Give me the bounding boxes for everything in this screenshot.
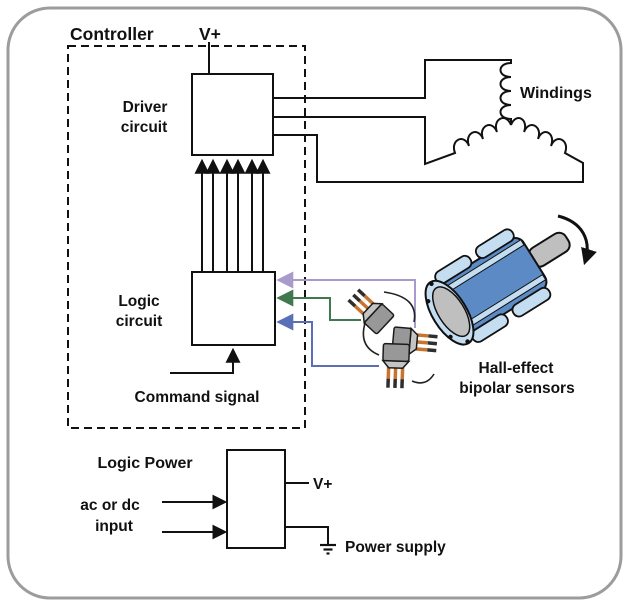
rim-notch xyxy=(429,281,434,287)
hall-sensors-label: Hall-effect xyxy=(479,360,554,377)
controller-dashed-box xyxy=(67,45,306,429)
winding-phase-a xyxy=(273,59,512,125)
sensor-arc xyxy=(411,373,435,384)
winding-phase-c xyxy=(273,117,584,183)
sensor-body xyxy=(364,303,395,335)
command-signal-line xyxy=(170,347,241,374)
rotor-ridge xyxy=(511,286,552,318)
rim-notch xyxy=(465,339,470,344)
logic-circuit-box xyxy=(191,271,276,346)
logic-power-label: Logic Power xyxy=(97,455,192,472)
sensor-pin-tips xyxy=(427,334,438,353)
sensor-wire-blue xyxy=(276,313,379,367)
outer-frame xyxy=(6,6,623,600)
motor-rotor xyxy=(424,228,571,346)
vplus-top-label: V+ xyxy=(199,24,221,44)
ground-icon xyxy=(320,543,336,555)
rotor-ridge xyxy=(474,228,515,259)
power-supply-box xyxy=(226,449,286,549)
driver-circuit-label2: circuit xyxy=(121,119,168,136)
hall-sensor-1 xyxy=(347,288,395,335)
controller-label: Controller xyxy=(70,24,154,44)
ac-dc-input-label: ac or dc xyxy=(80,497,140,514)
sensor-pin-tips xyxy=(386,378,404,389)
power-supply-label: Power supply xyxy=(345,539,446,556)
sensor-arc xyxy=(383,291,416,323)
sensor-body xyxy=(382,342,411,363)
rim-notch xyxy=(448,334,453,340)
ground-line xyxy=(285,526,329,544)
ac-dc-input-label2: input xyxy=(95,518,133,535)
logic-circuit-label: Logic xyxy=(118,293,160,310)
sensor-pin-tips xyxy=(347,288,366,308)
hall-sensor-3 xyxy=(381,342,411,389)
windings-label: Windings xyxy=(520,85,592,102)
winding-phase-b xyxy=(273,116,512,166)
logic-circuit-label2: circuit xyxy=(116,313,163,330)
logic-to-driver-bus xyxy=(194,158,271,272)
driver-circuit-label: Driver xyxy=(123,99,168,116)
rim-notch xyxy=(426,299,431,304)
driver-circuit-box xyxy=(191,73,274,156)
command-signal-label: Command signal xyxy=(135,389,260,406)
hall-sensors-label2: bipolar sensors xyxy=(459,380,574,397)
rotor-end-face xyxy=(431,286,471,338)
sensor-wire-green xyxy=(276,289,361,321)
vplus-bottom-label: V+ xyxy=(313,476,332,493)
wye-windings xyxy=(273,59,584,183)
rotation-arrow-icon xyxy=(557,214,597,266)
